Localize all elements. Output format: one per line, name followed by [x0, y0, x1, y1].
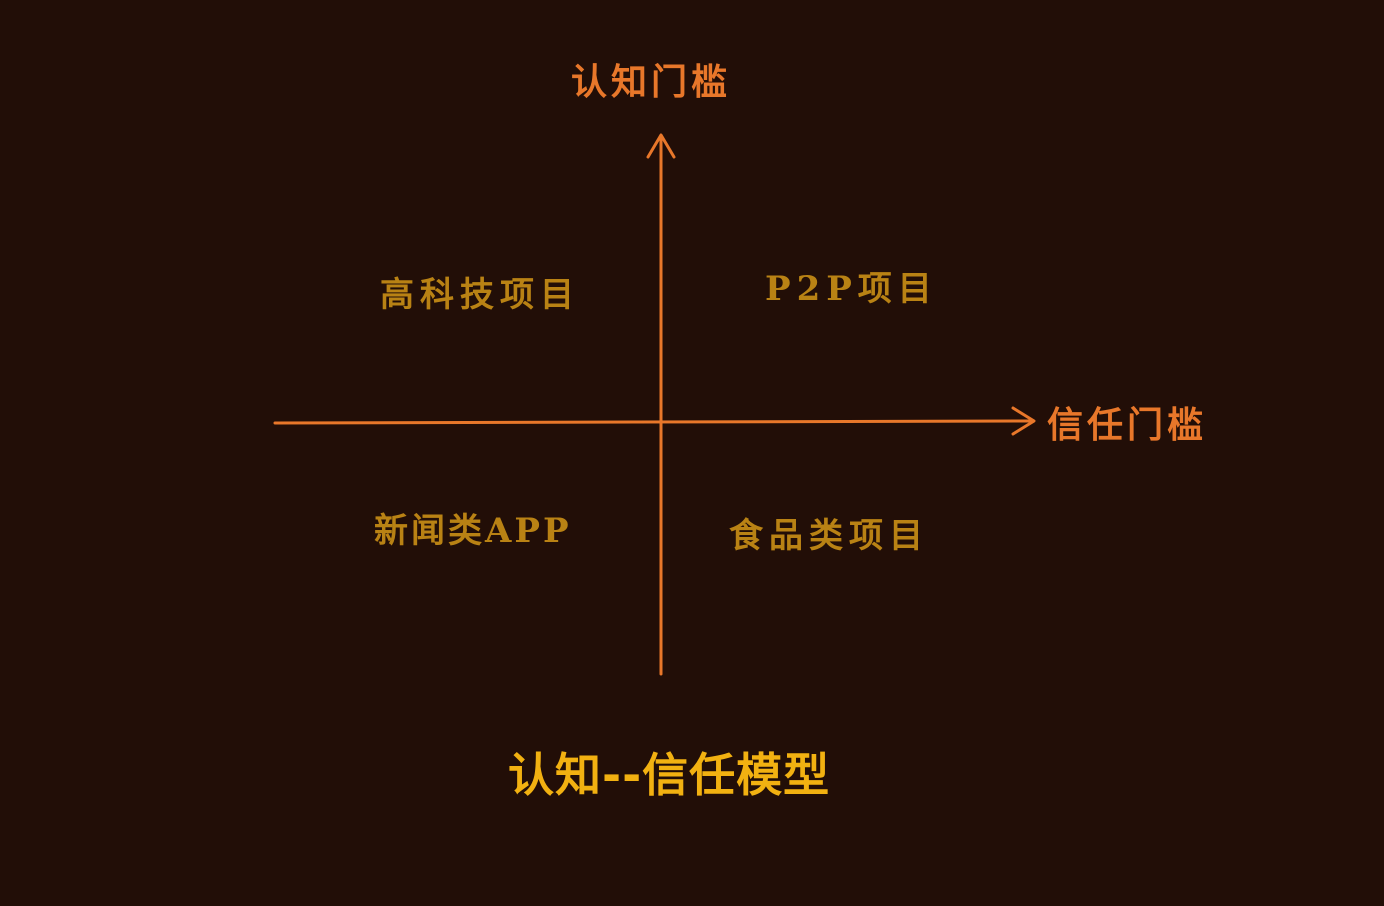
quadrant-top-left-label: 高科技项目 [380, 275, 580, 315]
quadrant-bottom-left-label: 新闻类APP [374, 511, 572, 551]
y-axis-label: 认知门槛 [571, 61, 732, 103]
x-axis-line [273, 419, 1034, 425]
diagram-title: 认知--信任模型 [508, 748, 831, 802]
y-axis-arrow-icon [646, 133, 676, 159]
x-axis-arrow-icon [1011, 406, 1036, 436]
quadrant-bottom-right-label: 食品类项目 [729, 516, 929, 556]
x-axis-label: 信任门槛 [1047, 404, 1208, 446]
quadrant-top-right-label: P2P项目 [765, 269, 938, 309]
